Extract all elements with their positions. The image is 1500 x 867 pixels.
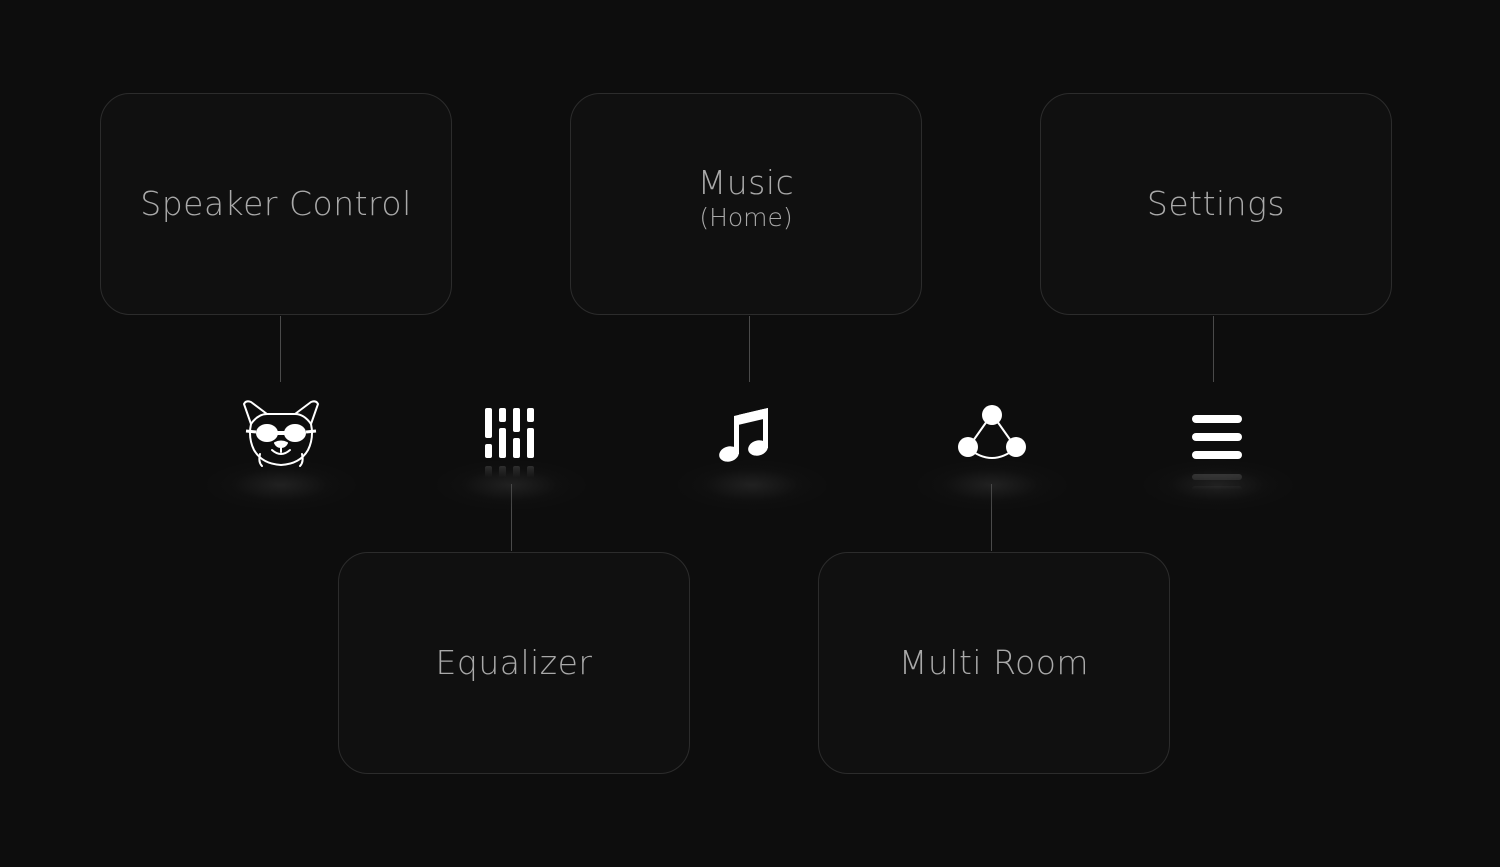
connector-settings <box>1213 316 1214 382</box>
settings-label: Settings <box>1146 183 1286 223</box>
music-note-icon[interactable] <box>716 404 776 464</box>
connector-speaker-control <box>280 316 281 382</box>
equalizer-icon[interactable] <box>482 406 540 462</box>
menu-icon[interactable] <box>1190 412 1244 462</box>
bulldog-icon[interactable] <box>238 398 324 470</box>
connector-equalizer <box>511 484 512 551</box>
speaker-control-label: Speaker Control <box>140 183 412 223</box>
multi-room-glow <box>917 460 1067 510</box>
music-glow <box>677 460 827 510</box>
connector-music <box>749 316 750 382</box>
menu-reflection <box>1190 470 1244 506</box>
connector-multi-room <box>991 484 992 551</box>
equalizer-card[interactable]: Equalizer <box>338 552 690 774</box>
music-sublabel: (Home) <box>699 202 793 232</box>
multi-room-icon[interactable] <box>954 400 1030 466</box>
music-label: Music <box>697 162 795 202</box>
settings-card[interactable]: Settings <box>1040 93 1392 315</box>
equalizer-label: Equalizer <box>435 642 593 682</box>
menu-glow <box>1143 460 1293 510</box>
multi-room-card[interactable]: Multi Room <box>818 552 1170 774</box>
music-home-card[interactable]: Music (Home) <box>570 93 922 315</box>
bulldog-glow <box>206 460 356 510</box>
equalizer-reflection <box>482 462 540 490</box>
multi-room-label: Multi Room <box>898 642 1090 682</box>
equalizer-glow <box>436 460 586 510</box>
speaker-control-card[interactable]: Speaker Control <box>100 93 452 315</box>
